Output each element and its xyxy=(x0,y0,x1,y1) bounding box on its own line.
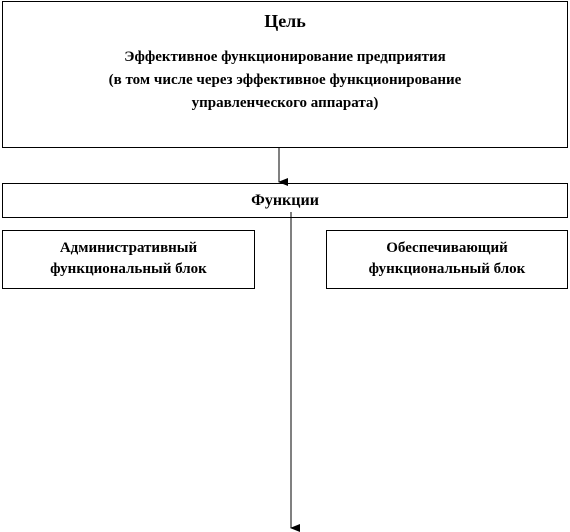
administrative-block: Административный функциональный блок xyxy=(2,230,255,289)
goal-line: управленческого аппарата) xyxy=(191,95,379,111)
block-line: Обеспечивающий xyxy=(386,240,508,256)
support-block-label: Обеспечивающий функциональный блок xyxy=(327,238,567,280)
block-line: Административный xyxy=(59,240,198,256)
administrative-block-label: Административный функциональный блок xyxy=(3,238,254,280)
goal-title: Цель xyxy=(264,11,306,31)
block-line: функциональный блок xyxy=(50,261,207,277)
functions-box: Функции xyxy=(2,183,568,218)
goal-line: Эффективное функционирование предприятия xyxy=(124,49,446,65)
support-block: Обеспечивающий функциональный блок xyxy=(326,230,568,289)
goal-description: Эффективное функционирование предприятия… xyxy=(3,46,567,115)
block-line: функциональный блок xyxy=(368,261,526,277)
goal-box: Цель Эффективное функционирование предпр… xyxy=(2,1,568,148)
functions-title: Функции xyxy=(251,192,319,209)
goal-line: (в том числе через эффективное функциони… xyxy=(108,72,462,88)
